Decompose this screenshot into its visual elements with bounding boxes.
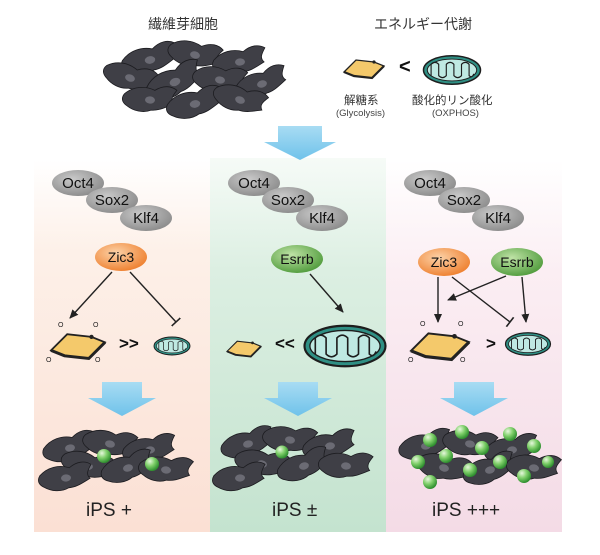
panel-2-sox2-label: Sox2	[270, 192, 306, 209]
panel-1-zic3-label: Zic3	[107, 249, 135, 265]
panel-1-factors	[52, 170, 172, 231]
panel-2-activation-arrow	[309, 273, 344, 313]
panel-1-zic3-ellipse	[95, 243, 147, 271]
panel-3-mito-icon	[504, 332, 552, 356]
fibroblast-label: 繊維芽細胞	[148, 17, 218, 33]
glycolysis-en-label: (Glycolysis)	[336, 108, 386, 119]
panel-3-esrrb-to-mito-arrow	[521, 276, 530, 323]
panel-2-cell-cluster	[210, 420, 374, 493]
panel-1-down-arrow	[88, 382, 156, 416]
svg-text:O: O	[46, 357, 52, 364]
fibroblast-cluster	[99, 33, 291, 123]
top-down-arrow	[264, 126, 336, 160]
glycolysis-sugar-icon	[342, 58, 386, 80]
svg-text:O: O	[58, 322, 64, 329]
panel-2-result-label: iPS ±	[272, 500, 318, 521]
oxphos-en-label: (OXPHOS)	[432, 108, 479, 119]
oxphos-mitochondrion-icon	[422, 54, 482, 86]
svg-text:O: O	[408, 357, 414, 364]
panel-2-comparison: <<	[275, 334, 295, 353]
panel-2-oct4-label: Oct4	[238, 175, 270, 192]
panel-2-esrrb-label: Esrrb	[280, 251, 314, 267]
panel-3-esrrb-to-sugar-arrow	[447, 275, 507, 301]
energy-less-than-sign: <	[399, 56, 411, 78]
panel-3-zic3-label: Zic3	[430, 254, 458, 270]
panel-1-cell-cluster	[36, 423, 195, 493]
svg-text:O: O	[95, 357, 101, 364]
panel-3-down-arrow	[440, 382, 508, 416]
panel-3-cell-cluster	[395, 423, 563, 490]
glycolysis-jp-label: 解糖系	[344, 93, 379, 107]
panel-3-result-label: iPS +++	[432, 500, 501, 521]
panel-1-comparison: >>	[119, 334, 139, 353]
svg-text:O: O	[93, 322, 99, 329]
panel-2-factors	[228, 170, 348, 231]
hydroxyl-marks: O O O O O O O O	[46, 321, 466, 364]
panel-1-mito-icon	[153, 336, 191, 356]
panel-3-sox2-label: Sox2	[446, 192, 482, 209]
panel-3-zic3-inhibit-mito-line	[451, 276, 515, 328]
panel-2-klf4-label: Klf4	[309, 210, 335, 227]
panel-2-esrrb-ellipse	[271, 245, 323, 273]
panel-3-factors	[404, 170, 524, 231]
energy-metabolism-label: エネルギー代謝	[374, 17, 472, 33]
panel-1-result-label: iPS +	[86, 500, 132, 521]
panel-1-sox2-label: Sox2	[94, 192, 130, 209]
svg-text:O: O	[420, 321, 426, 328]
panel-1-oct4-label: Oct4	[62, 175, 94, 192]
panel-3-esrrb-label: Esrrb	[500, 254, 534, 270]
panel-1-activation-arrow	[69, 271, 113, 319]
panel-3-oct4-label: Oct4	[414, 175, 446, 192]
panel-3-esrrb-ellipse	[491, 248, 543, 276]
panel-3-comparison: >	[486, 334, 496, 353]
svg-text:O: O	[458, 321, 464, 328]
panel-1-klf4-label: Klf4	[133, 210, 159, 227]
svg-text:O: O	[460, 357, 466, 364]
panel-2-down-arrow	[264, 382, 332, 416]
panel-3-klf4-label: Klf4	[485, 210, 511, 227]
oxphos-jp-label: 酸化的リン酸化	[412, 93, 493, 107]
panel-3-zic3-ellipse	[418, 248, 470, 276]
panel-2-mito-icon	[303, 324, 387, 368]
panel-1-inhibition-line	[129, 271, 181, 327]
